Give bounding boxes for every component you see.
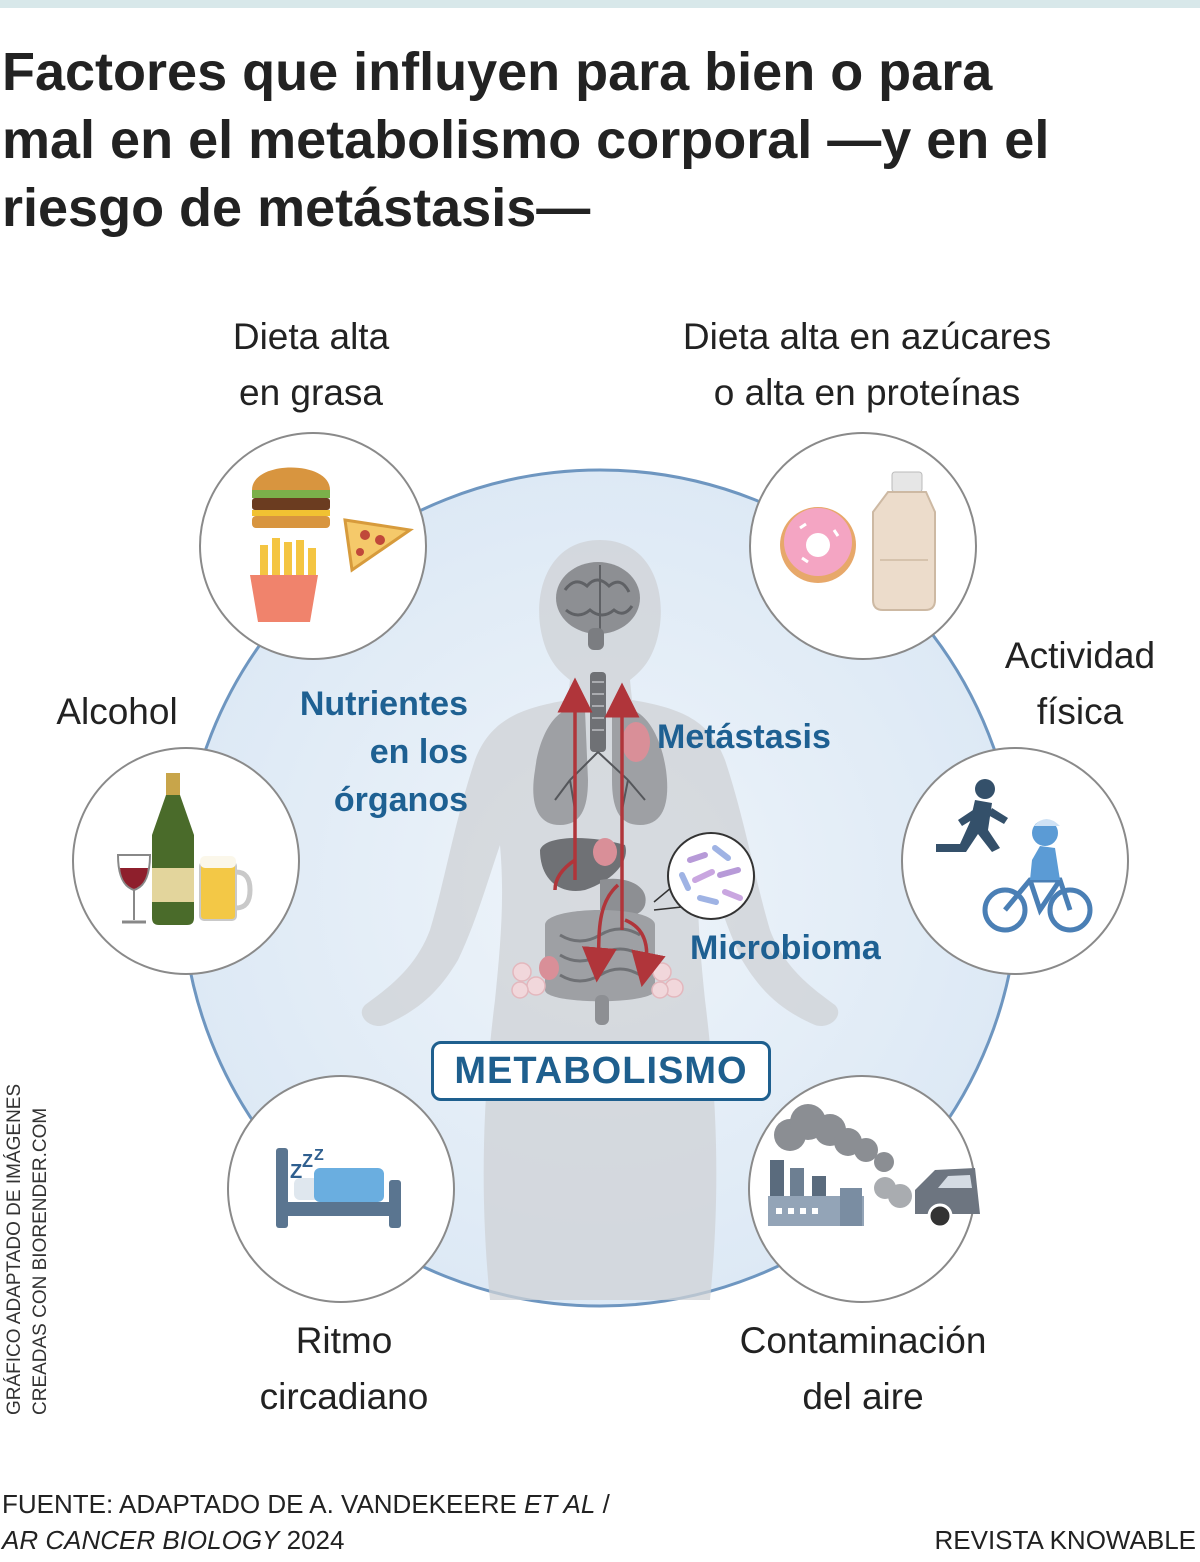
- label-line: o alta en proteínas: [713, 372, 1021, 413]
- metabolism-text: METABOLISMO: [454, 1049, 748, 1092]
- source-etal: ET AL: [524, 1489, 596, 1519]
- label-line: del aire: [802, 1376, 924, 1417]
- label-line: Ritmo: [295, 1320, 393, 1361]
- label-line: Contaminación: [739, 1320, 987, 1361]
- source-journal: AR CANCER BIOLOGY: [2, 1525, 280, 1555]
- car-icon: [915, 1168, 980, 1229]
- label-line: Actividad: [1004, 635, 1156, 676]
- label-line: circadiano: [259, 1376, 429, 1417]
- pizza-icon: [343, 518, 414, 573]
- factor-circle-sugar-protein-diet: [749, 432, 977, 660]
- top-accent-bar: [0, 0, 1200, 8]
- label-microbiome: Microbioma: [690, 924, 881, 972]
- label-line: Dieta alta en azúcares: [682, 316, 1052, 357]
- brain-icon: [556, 562, 640, 650]
- label-nutrients-in-organs: Nutrientes en los órganos: [262, 680, 468, 824]
- runner-icon: [936, 779, 1008, 852]
- image-credit: GRÁFICO ADAPTADO DE IMÁGENES CREADAS CON…: [2, 1084, 54, 1415]
- donut-icon: [780, 507, 856, 583]
- label-air-pollution: Contaminación del aire: [703, 1313, 1023, 1425]
- factory-icon: [768, 1160, 864, 1226]
- zzz-icon: Z: [314, 1147, 324, 1164]
- hamburger-icon: [252, 467, 330, 528]
- trachea-icon: [590, 672, 606, 752]
- factor-circle-physical-activity: [901, 747, 1129, 975]
- factor-circle-circadian-rhythm: Z Z Z: [227, 1075, 455, 1303]
- factor-circle-high-fat-diet: [199, 432, 427, 660]
- wine-glass-icon: [116, 854, 152, 924]
- source-year: 2024: [279, 1525, 345, 1555]
- source-line-1: FUENTE: ADAPTADO DE A. VANDEKEERE ET AL …: [2, 1486, 610, 1522]
- source-citation: FUENTE: ADAPTADO DE A. VANDEKEERE ET AL …: [2, 1486, 610, 1558]
- title-line: mal en el metabolismo corporal —y en el: [2, 110, 1050, 170]
- label-line: en los: [369, 733, 468, 771]
- label-line: Microbioma: [690, 929, 881, 967]
- nutrient-flow-arrows: [553, 677, 666, 988]
- credit-line: CREADAS CON BIORENDER.COM: [30, 1107, 51, 1415]
- page-title: Factores que influyen para bien o para m…: [2, 38, 1192, 242]
- source-line-2: AR CANCER BIOLOGY 2024: [2, 1522, 610, 1558]
- title-line: Factores que influyen para bien o para: [2, 42, 993, 102]
- label-line: Nutrientes: [299, 685, 468, 723]
- fries-icon: [250, 538, 318, 622]
- label-line: órganos: [333, 781, 468, 819]
- bacteria-icon: [653, 832, 755, 920]
- credit-line: GRÁFICO ADAPTADO DE IMÁGENES: [4, 1083, 25, 1415]
- cyclist-icon: [982, 819, 1093, 933]
- smoke-icon: [774, 1104, 912, 1208]
- source-slash: /: [595, 1489, 610, 1519]
- label-circadian-rhythm: Ritmo circadiano: [214, 1313, 474, 1425]
- label-line: física: [1036, 691, 1124, 732]
- title-line: riesgo de metástasis—: [2, 178, 591, 238]
- source-prefix: FUENTE: ADAPTADO DE A. VANDEKEERE: [2, 1489, 525, 1519]
- factor-circle-air-pollution: [748, 1075, 980, 1303]
- label-metastasis: Metástasis: [657, 713, 831, 761]
- label-line: Dieta alta: [232, 316, 390, 357]
- champagne-icon: [152, 773, 194, 925]
- label-sugar-protein-diet: Dieta alta en azúcares o alta en proteín…: [632, 309, 1102, 421]
- zzz-icon: Z: [302, 1151, 313, 1171]
- factor-circle-alcohol: [72, 747, 300, 975]
- label-physical-activity: Actividad física: [970, 628, 1190, 740]
- label-line: Metástasis: [657, 718, 831, 756]
- label-line: en grasa: [239, 372, 383, 413]
- metabolism-label: METABOLISMO: [431, 1041, 771, 1101]
- label-high-fat-diet: Dieta alta en grasa: [181, 309, 441, 421]
- bottle-icon: [872, 471, 936, 611]
- label-line: Alcohol: [56, 691, 178, 732]
- label-alcohol: Alcohol: [20, 684, 214, 740]
- publisher-credit: REVISTA KNOWABLE: [934, 1525, 1196, 1555]
- beer-mug-icon: [199, 856, 253, 921]
- zzz-icon: Z: [290, 1161, 302, 1183]
- bed-icon: [276, 1148, 401, 1228]
